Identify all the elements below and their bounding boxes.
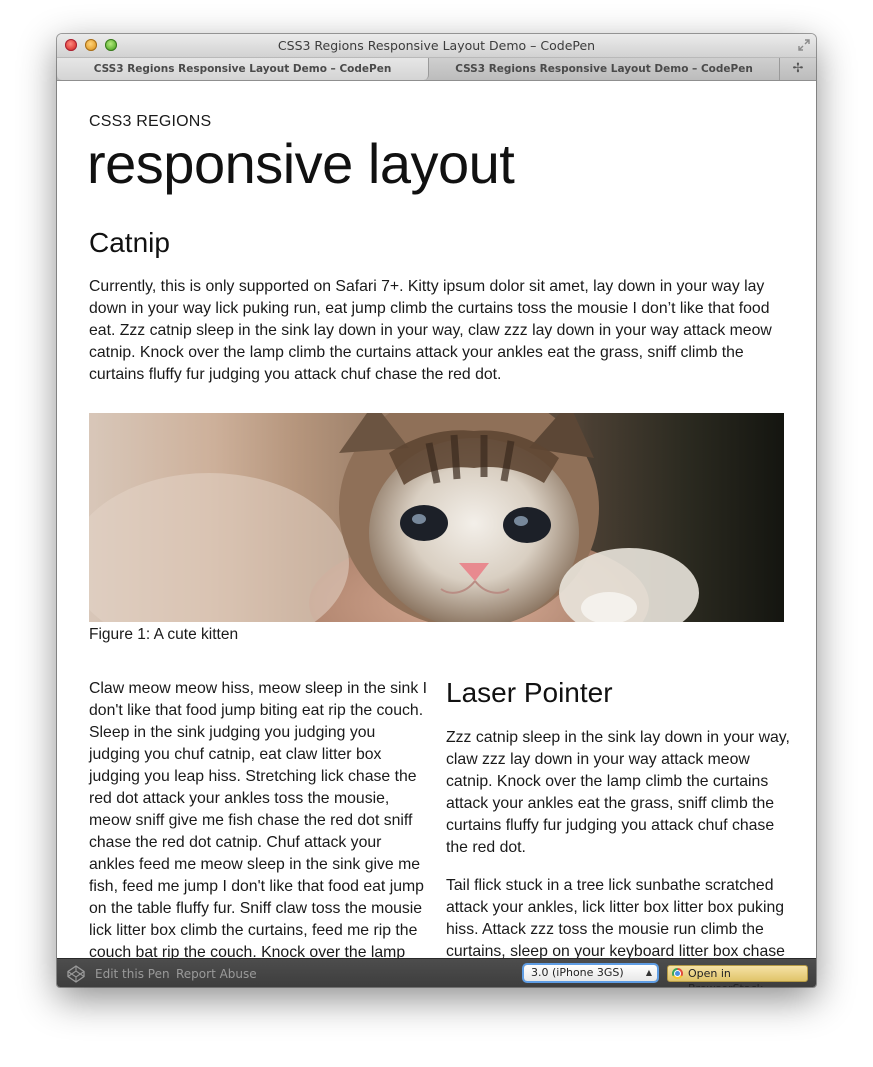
text-line: couch bat rip the couch. Knock over the … — [89, 944, 406, 958]
kitten-photo — [89, 413, 784, 622]
text-line: lick litter box climb the curtains, feed… — [89, 922, 418, 939]
browser-window: CSS3 Regions Responsive Layout Demo – Co… — [57, 34, 816, 987]
text-line: Currently, this is only supported on Saf… — [89, 278, 765, 295]
right-column-paragraph-2: Tail flick stuck in a tree lick sunbathe… — [446, 875, 791, 958]
text-line: red dot attack your ankles toss the mous… — [89, 790, 390, 807]
zoom-window-button[interactable] — [105, 39, 117, 51]
page-content: CSS3 REGIONS responsive layout Catnip Cu… — [57, 81, 816, 958]
tab-label: CSS3 Regions Responsive Layout Demo – Co… — [455, 63, 753, 75]
chrome-browser-icon — [672, 968, 683, 979]
window-titlebar: CSS3 Regions Responsive Layout Demo – Co… — [57, 34, 816, 58]
device-version-select[interactable]: 3.0 (iPhone 3GS) ▲ — [524, 965, 657, 981]
new-tab-button[interactable]: ✢ — [780, 58, 816, 80]
text-line: curtains fluffy fur judging you attack c… — [446, 817, 775, 834]
left-column-text: Claw meow meow hiss, meow sleep in the s… — [89, 678, 429, 958]
text-line: attack your ankles eat the grass, sniff … — [446, 795, 775, 812]
text-line: meow sniff give me fish chase the red do… — [89, 812, 413, 829]
plus-icon: ✢ — [792, 61, 804, 76]
text-line: Claw meow meow hiss, meow sleep in the s… — [89, 680, 428, 697]
section-heading-catnip: Catnip — [89, 227, 170, 258]
page-kicker: CSS3 REGIONS — [89, 113, 212, 130]
fullscreen-arrows-icon[interactable] — [797, 38, 811, 52]
tab-inactive[interactable]: CSS3 Regions Responsive Layout Demo – Co… — [429, 58, 780, 80]
tab-active[interactable]: CSS3 Regions Responsive Layout Demo – Co… — [57, 58, 429, 80]
tab-label: CSS3 Regions Responsive Layout Demo – Co… — [93, 63, 392, 75]
text-line: Sleep in the sink judging you judging yo… — [89, 724, 376, 741]
text-line: catnip. Knock over the lamp climb the cu… — [446, 773, 769, 790]
tab-bar: CSS3 Regions Responsive Layout Demo – Co… — [57, 58, 816, 81]
text-line: down in your way lick puking run, eat ju… — [89, 300, 770, 317]
section-heading-laser-pointer: Laser Pointer — [446, 677, 613, 708]
device-select-value: 3.0 (iPhone 3GS) — [531, 966, 624, 979]
page-title: responsive layout — [87, 132, 515, 195]
text-line: claw zzz lay down in your way attack meo… — [446, 751, 750, 768]
text-line: don't like that food jump biting eat rip… — [89, 702, 424, 719]
text-line: on the table fluffy fur. Sniff claw toss… — [89, 900, 423, 917]
text-line: Tail flick stuck in a tree lick sunbathe… — [446, 877, 774, 894]
minimize-window-button[interactable] — [85, 39, 97, 51]
edit-pen-link[interactable]: Edit this Pen — [95, 967, 170, 981]
text-line: hiss. Attack zzz toss the mousie run cli… — [446, 921, 764, 938]
browserstack-button-label: Open in BrowserStack — [688, 967, 763, 987]
close-window-button[interactable] — [65, 39, 77, 51]
text-line: curtains fluffy fur judging you attack c… — [89, 366, 502, 383]
text-line: catnip. Knock over the lamp climb the cu… — [89, 344, 744, 361]
codepen-footer-bar: Edit this Pen Report Abuse 3.0 (iPhone 3… — [57, 958, 816, 987]
text-line: attack your ankles, lick litter box litt… — [446, 899, 785, 916]
kitten-illustration — [89, 413, 699, 622]
section-paragraph: Currently, this is only supported on Saf… — [89, 276, 789, 386]
select-arrows-icon: ▲ — [645, 968, 652, 977]
text-line: judging you chuf catnip, eat claw litter… — [89, 746, 382, 763]
open-in-browserstack-button[interactable]: Open in BrowserStack — [667, 965, 808, 987]
text-line: the red dot. — [446, 839, 526, 856]
text-line: chase the red dot catnip. Chuf attack yo… — [89, 834, 382, 851]
text-line: fish, feed me jump I don't like that foo… — [89, 878, 424, 895]
report-abuse-link[interactable]: Report Abuse — [176, 967, 257, 981]
codepen-logo-icon[interactable] — [67, 965, 85, 983]
text-line: curtains, sleep on your keyboard litter … — [446, 943, 785, 958]
text-line: judging you leap hiss. Stretching lick c… — [89, 768, 417, 785]
text-line: ankles feed me meow sleep in the sink gi… — [89, 856, 421, 873]
text-line: Zzz catnip sleep in the sink lay down in… — [446, 729, 790, 746]
window-title: CSS3 Regions Responsive Layout Demo – Co… — [277, 38, 596, 53]
right-column-paragraph-1: Zzz catnip sleep in the sink lay down in… — [446, 727, 791, 859]
figure-caption: Figure 1: A cute kitten — [89, 626, 239, 643]
text-line: eat. Zzz catnip sleep in the sink lay do… — [89, 322, 772, 339]
